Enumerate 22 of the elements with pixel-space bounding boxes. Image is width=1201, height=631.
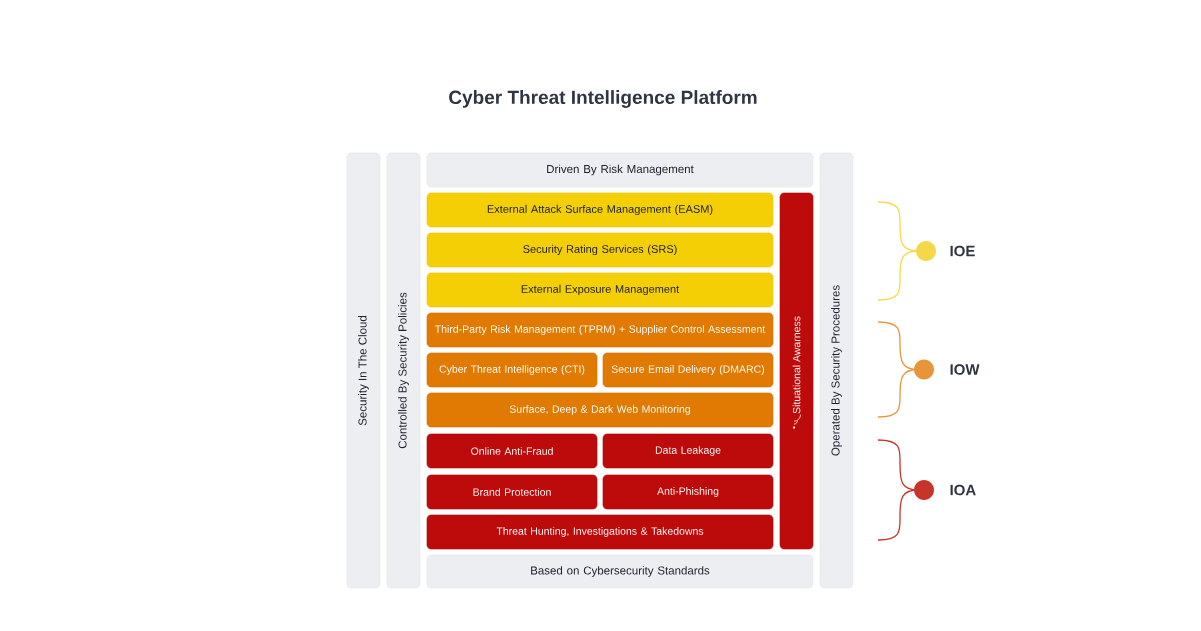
service-box: Brand Protection <box>426 474 598 510</box>
service-box: External Exposure Management <box>426 272 774 308</box>
layer-band: Driven By Risk Management <box>426 152 814 188</box>
service-box: Cyber Threat Intelligence (CTI) <box>426 352 598 388</box>
layer-band: Controlled By Security Policies <box>386 152 421 589</box>
service-box: Anti-Phishing <box>602 474 774 510</box>
layer-band: Operated By Security Procedures <box>819 152 854 589</box>
service-box: Threat Hunting, Investigations & Takedowns <box>426 514 774 550</box>
service-box: External Attack Surface Management (EASM) <box>426 192 774 228</box>
layer-band: Security In The Cloud <box>346 152 381 589</box>
title: Cyber Threat Intelligence Platform <box>449 90 757 108</box>
level-label: IOE <box>950 245 975 257</box>
service-box: Secure Email Delivery (DMARC) <box>602 352 774 388</box>
service-box: Data Leakage <box>602 433 774 469</box>
awareness-bar: Situational Awarness <box>779 192 814 550</box>
service-box: Third-Party Risk Management (TPRM) + Supplier Control Assessment <box>426 312 774 348</box>
service-box: Security Rating Services (SRS) <box>426 232 774 268</box>
service-box: Online Anti-Fraud <box>426 433 598 469</box>
level-label: IOW <box>950 364 980 375</box>
service-box: Surface, Deep & Dark Web Monitoring <box>426 392 774 428</box>
layer-band: Based on Cybersecurity Standards <box>426 554 814 589</box>
level-label: IOA <box>950 484 976 496</box>
